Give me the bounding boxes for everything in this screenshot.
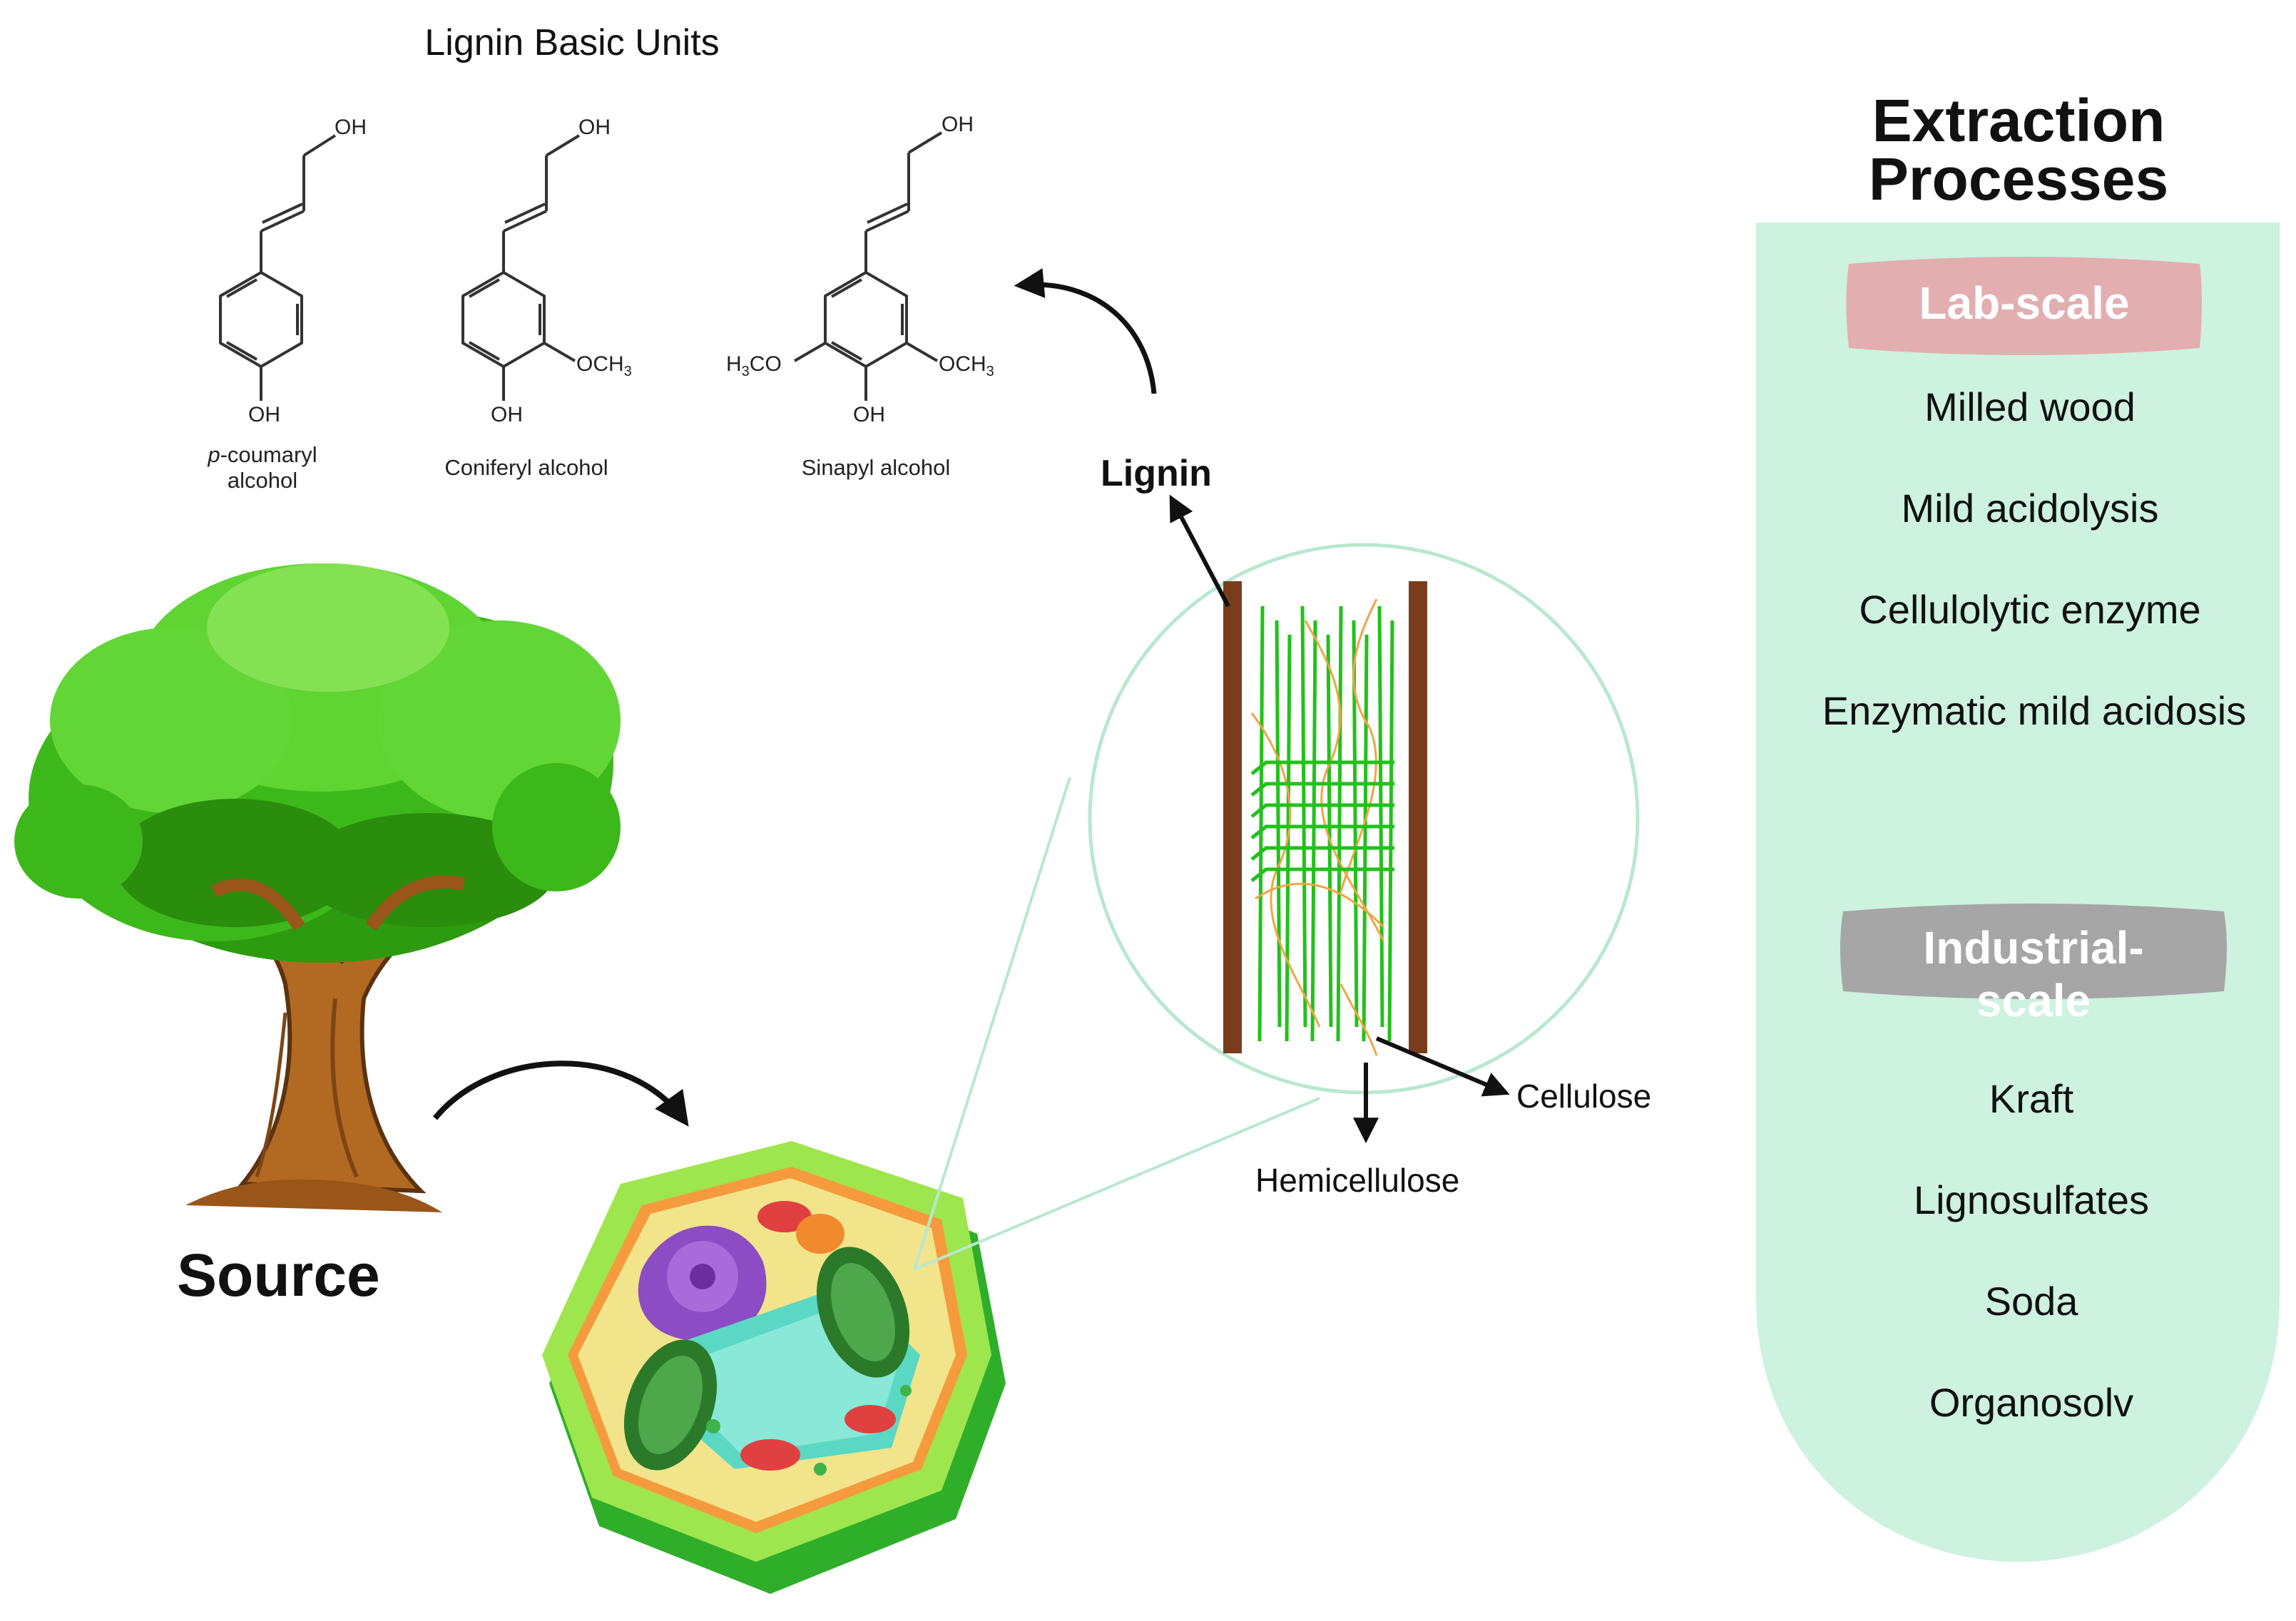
industrial-scale-badge-bg (1840, 904, 2227, 999)
sinapyl-h3co: H3CO (726, 352, 782, 380)
lab-item-enzymatic-mild-acidosis: Enzymatic mild acidosis (1822, 688, 2247, 733)
sinapyl-oh-bottom: OH (853, 403, 885, 426)
lignin-to-units-arrow (1014, 268, 1157, 394)
cellulose-fiber (1362, 634, 1369, 1042)
lab-item-milled-wood: Milled wood (1924, 384, 2136, 429)
coniferyl-alcohol-label: Coniferyl alcohol (444, 455, 608, 480)
sinapyl-alcohol-label: Sinapyl alcohol (801, 455, 951, 480)
p-coumaryl-line2: alcohol (227, 468, 298, 493)
sinapyl-h3co-sub: 3 (741, 364, 750, 379)
cell-wall-zoom (1088, 543, 1640, 1095)
lignin-zigzag-row (1250, 803, 1394, 818)
cellulose-fiber (1336, 605, 1343, 1042)
cellulose-fiber (1387, 620, 1394, 1042)
structure-coniferyl-alcohol (461, 134, 581, 401)
lignin-basic-units-title: Lignin Basic Units (424, 22, 720, 63)
p-coumaryl-oh-bottom: OH (248, 403, 280, 426)
sinapyl-h3co-h: H (726, 352, 742, 376)
cellulose-fiber (1300, 605, 1307, 1028)
p-coumaryl-oh-top: OH (335, 116, 367, 139)
cellulose-fiber (1326, 634, 1333, 1028)
lignin-arrow (1169, 494, 1230, 608)
tree-illustration (14, 563, 621, 1212)
plant-cell-illustration (542, 1141, 1006, 1594)
cellulose-fiber (1377, 605, 1384, 1028)
coniferyl-och3-text: OCH (576, 352, 624, 376)
sinapyl-och3: OCH3 (939, 352, 994, 380)
extraction-title-line1: Extraction (1872, 87, 2165, 154)
lignin-zigzag-row (1250, 867, 1394, 882)
cellulose-fiber (1257, 605, 1265, 1042)
lab-item-cellulolytic-enzyme: Cellulolytic enzyme (1859, 587, 2201, 632)
lab-scale-badge: Lab-scale (1919, 277, 2130, 329)
structure-sinapyl-alcohol (793, 131, 943, 401)
industrial-scale-badge: Industrial-scale (1923, 922, 2144, 1026)
lignin-zigzag (1250, 760, 1394, 882)
coniferyl-oh-bottom: OH (491, 403, 523, 426)
lignin-zigzag-row (1250, 760, 1394, 775)
cellulose-fiber (1310, 620, 1317, 1042)
lignin-zigzag-row (1250, 782, 1394, 797)
zoom-line-upper (913, 777, 1071, 1270)
cellulose-arrow (1375, 1036, 1510, 1097)
sinapyl-h3co-rest: CO (749, 352, 782, 376)
lignin-zigzag-row (1250, 846, 1394, 861)
source-label: Source (177, 1242, 380, 1309)
coniferyl-oh-top: OH (578, 116, 611, 139)
sinapyl-oh-top: OH (942, 113, 974, 136)
cellulose-fiber (1275, 620, 1282, 1028)
coniferyl-och3: OCH3 (576, 352, 632, 380)
industrial-item-organosolv: Organosolv (1929, 1380, 2134, 1425)
extraction-panel-bg (1756, 223, 2280, 1562)
industrial-item-soda: Soda (1984, 1279, 2078, 1324)
lignin-zigzag-row (1250, 824, 1394, 839)
industrial-item-kraft: Kraft (1989, 1076, 2074, 1121)
sinapyl-och3-text: OCH (939, 352, 986, 376)
structure-p-coumaryl-alcohol (219, 134, 337, 401)
cellulose-label: Cellulose (1516, 1078, 1652, 1115)
tree-to-cell-arrow (432, 1060, 689, 1127)
lignin-label: Lignin (1101, 453, 1212, 494)
sinapyl-och3-sub: 3 (986, 364, 994, 379)
lab-scale-badge-bg (1846, 257, 2202, 355)
industrial-item-lignosulfates: Lignosulfates (1913, 1177, 2150, 1222)
hemicellulose-label: Hemicellulose (1255, 1162, 1460, 1199)
extraction-title-line2: Processes (1868, 145, 2169, 213)
p-coumaryl-rest: -coumaryl (220, 442, 317, 467)
lab-item-mild-acidolysis: Mild acidolysis (1901, 486, 2159, 531)
coniferyl-och3-sub: 3 (623, 364, 632, 379)
p-coumaryl-prefix: p (208, 442, 220, 467)
zoom-line-lower (914, 1097, 1320, 1271)
